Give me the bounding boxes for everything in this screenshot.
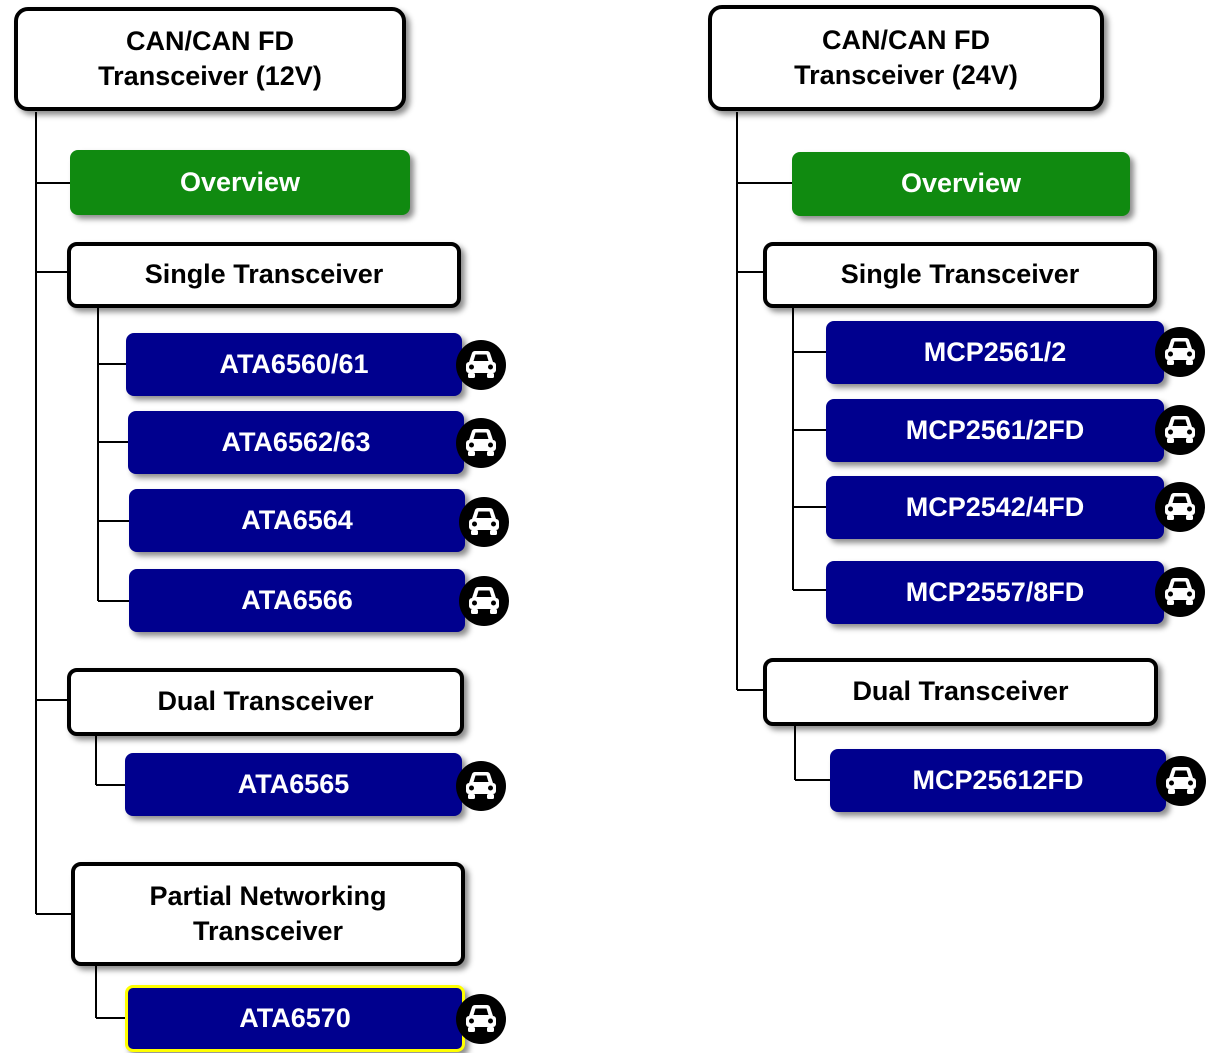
part-ata6566[interactable]: ATA6566 — [129, 569, 465, 632]
part-mcp2542-4fd[interactable]: MCP2542/4FD — [826, 476, 1164, 539]
overview-button-12v[interactable]: Overview — [70, 150, 410, 215]
car-icon — [456, 761, 506, 811]
car-icon — [456, 340, 506, 390]
part-ata6570[interactable]: ATA6570 — [125, 985, 465, 1052]
part-ata6565[interactable]: ATA6565 — [125, 753, 462, 816]
car-icon — [456, 994, 506, 1044]
car-icon — [459, 576, 509, 626]
part-mcp2561-2fd[interactable]: MCP2561/2FD — [826, 399, 1164, 462]
car-icon — [1156, 756, 1206, 806]
section-dual-12v: Dual Transceiver — [67, 668, 464, 736]
section-single-12v: Single Transceiver — [67, 242, 461, 308]
part-mcp2561-2[interactable]: MCP2561/2 — [826, 321, 1164, 384]
part-mcp2557-8fd[interactable]: MCP2557/8FD — [826, 561, 1164, 624]
car-icon — [1155, 405, 1205, 455]
overview-button-24v[interactable]: Overview — [792, 152, 1130, 216]
section-single-24v: Single Transceiver — [763, 242, 1157, 308]
car-icon — [456, 418, 506, 468]
car-icon — [1155, 482, 1205, 532]
car-icon — [1155, 567, 1205, 617]
section-dual-24v: Dual Transceiver — [763, 658, 1158, 726]
car-icon — [459, 497, 509, 547]
title-24v: CAN/CAN FD Transceiver (24V) — [708, 5, 1104, 111]
title-12v: CAN/CAN FD Transceiver (12V) — [14, 7, 406, 111]
section-partial-networking-12v: Partial Networking Transceiver — [71, 862, 465, 966]
part-mcp25612fd[interactable]: MCP25612FD — [830, 749, 1166, 812]
part-ata6564[interactable]: ATA6564 — [129, 489, 465, 552]
car-icon — [1155, 327, 1205, 377]
part-ata6560-61[interactable]: ATA6560/61 — [126, 333, 462, 396]
part-ata6562-63[interactable]: ATA6562/63 — [128, 411, 464, 474]
